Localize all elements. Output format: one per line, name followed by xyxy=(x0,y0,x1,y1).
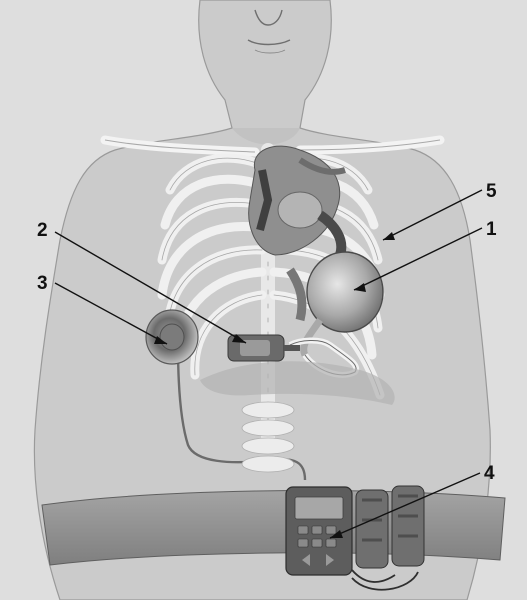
callout-label-4: 4 xyxy=(484,463,495,484)
callout-label-1: 1 xyxy=(486,219,497,240)
callout-label-2: 2 xyxy=(37,220,48,241)
callout-label-5: 5 xyxy=(486,181,497,202)
callout-label-3: 3 xyxy=(37,273,48,294)
controller-icon xyxy=(286,487,352,575)
